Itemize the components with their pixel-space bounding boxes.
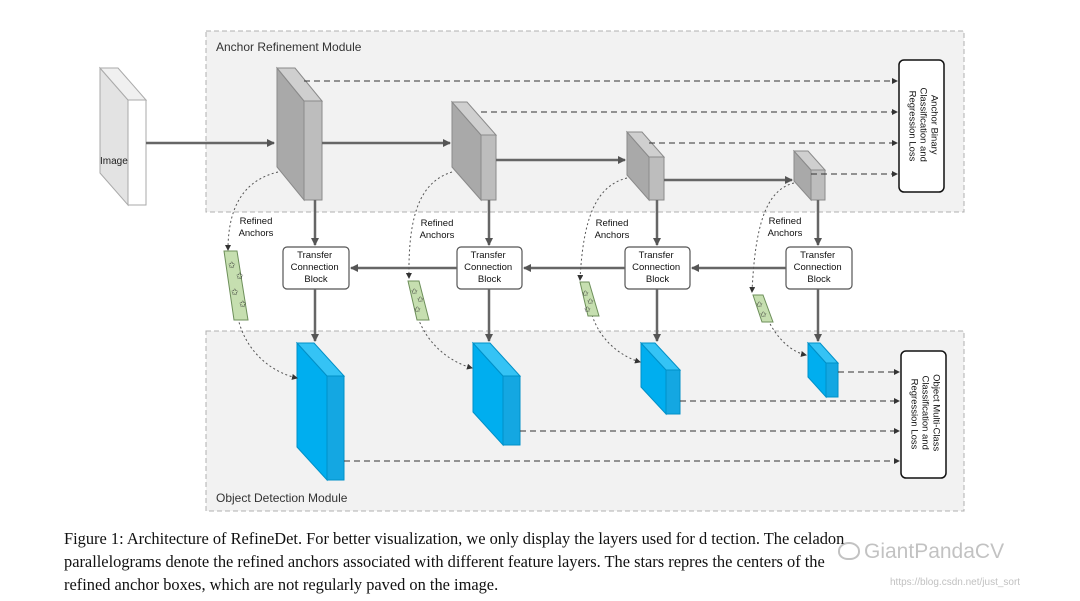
odm-loss-box — [900, 350, 947, 479]
svg-text:✩: ✩ — [584, 305, 591, 314]
svg-text:✩: ✩ — [756, 300, 763, 309]
anchor-to-odm-curve — [591, 314, 641, 364]
odm-label: Object Detection Module — [216, 491, 348, 505]
odm-layer-2 — [471, 341, 522, 447]
refined-anchors-parallelogram: ✩ ✩ ✩ — [407, 280, 430, 321]
svg-text:✩: ✩ — [231, 287, 239, 297]
svg-text:✩: ✩ — [414, 305, 421, 314]
svg-text:Transfer Connection: Transfer Connection Block — [464, 250, 515, 285]
svg-text:Transfer Connection: Transfer Connection Block — [291, 250, 342, 285]
svg-text:✩: ✩ — [236, 271, 244, 281]
svg-text:✩: ✩ — [587, 297, 594, 306]
arm-layer-2 — [450, 100, 498, 202]
svg-text:✩: ✩ — [582, 289, 589, 298]
refinedet-diagram: Anchor Refinement Module Object Detectio… — [98, 30, 965, 512]
refined-anchors-parallelogram: ✩ ✩ — [752, 294, 774, 323]
caption-line: parallelograms denote the refined anchor… — [64, 552, 825, 571]
refined-anchors-parallelogram: ✩ ✩ ✩ — [579, 281, 600, 317]
arm-panel — [205, 30, 965, 213]
svg-text:✩: ✩ — [411, 287, 418, 296]
arm-to-anchor-curve — [405, 171, 453, 279]
arm-layer-1 — [275, 66, 324, 202]
input-image: Image — [98, 66, 148, 207]
watermark-brand-text: GiantPandaCV — [864, 540, 1005, 563]
svg-text:✩: ✩ — [760, 310, 767, 319]
caption-line: refined anchor boxes, which are not regu… — [64, 575, 499, 594]
svg-text:✩: ✩ — [239, 299, 247, 309]
odm-loss-label: Object Multi-Class Classification and Re… — [909, 374, 942, 454]
odm-layer-3 — [639, 341, 682, 416]
arm-to-anchor-curve — [749, 182, 795, 293]
arm-to-anchor-curve — [225, 171, 279, 251]
watermark-url: https://blog.csdn.net/just_sort — [890, 577, 1021, 588]
odm-layer-1 — [295, 341, 346, 482]
tcb-block-2: Transfer Connection Block — [456, 246, 523, 290]
arm-loss-label: Anchor Binary Classification and Regress… — [907, 87, 940, 164]
svg-text:Transfer Connection: Transfer Connection Block — [794, 250, 845, 285]
caption-line: Figure 1: Architecture of RefineDet. For… — [64, 529, 845, 548]
arm-label: Anchor Refinement Module — [216, 40, 362, 54]
figure-caption: Figure 1: Architecture of RefineDet. For… — [64, 527, 1024, 596]
arm-loss-box — [898, 59, 945, 193]
tcb-block-1: Transfer Connection Block — [282, 246, 350, 290]
anchor-to-odm-curve — [767, 319, 807, 357]
refined-anchors-parallelogram: ✩ ✩ ✩ ✩ — [223, 250, 249, 321]
arm-layer-4 — [792, 149, 827, 202]
arm-layer-3 — [625, 130, 666, 202]
arm-to-anchor-curve — [577, 177, 628, 281]
tcb-block-3: Transfer Connection Block — [624, 246, 691, 290]
watermark-brand: GiantPandaCV — [838, 540, 1004, 564]
tcb-block-4: Transfer Connection Block — [785, 246, 853, 290]
odm-layer-4 — [806, 341, 840, 399]
svg-text:Transfer Connection: Transfer Connection Block — [632, 250, 683, 285]
input-image-label: Image — [100, 156, 128, 167]
svg-text:✩: ✩ — [417, 295, 424, 304]
anchor-to-odm-curve — [237, 317, 298, 380]
wechat-icon — [838, 542, 860, 560]
svg-text:✩: ✩ — [228, 260, 236, 270]
